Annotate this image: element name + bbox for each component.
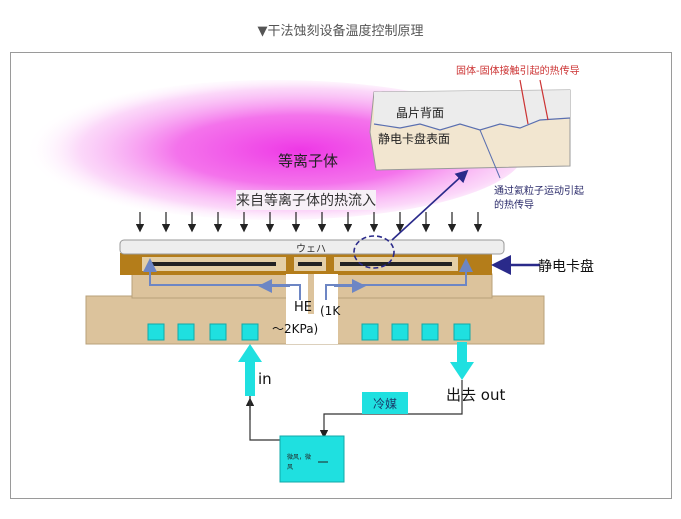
heat-flow-arrows [135,212,483,233]
he-pressure-b: ～2KPa) [272,322,319,336]
gas-conduction-label-2: 的热传导 [494,200,534,211]
outlet-label: 出去 out [446,386,506,404]
detail-circle [353,235,395,269]
electrode-bar-right [340,262,452,266]
chuck-surface-label: 静电卡盘表面 [378,132,451,146]
wafer-back-label: 晶片背面 [396,106,445,120]
chiller-text-2: 风 [287,464,294,471]
he-label: HE [294,300,312,315]
electrode-bar-left [150,262,276,266]
heat-flow-label: 来自等离子体的热流入 [236,190,376,210]
chuck-label: 静电卡盘 [538,259,594,275]
coolant-piping [245,380,463,441]
he-pressure-a: (1K [320,304,341,318]
solid-contact-arrows [519,79,549,125]
detail-pointer [391,169,469,241]
electrode-bar-center [298,262,322,266]
gas-conduction-pointer [479,129,501,179]
plasma-label: 等离子体 [278,152,339,170]
solid-contact-label: 固体-固体接触引起的热传导 [456,66,580,77]
inset-zoom [369,89,571,171]
chiller-box [279,435,345,483]
gas-conduction-label-1: 通过氦粒子运动引起 [494,186,584,197]
chiller-text-1: 微风，微 [287,454,312,461]
gas-flow-lines [143,258,473,300]
coolant-label-box [362,392,408,414]
inlet-arrow [238,344,262,396]
inlet-label: in [258,370,272,388]
outlet-arrow [450,342,474,380]
figure-caption: ▼干法蚀刻设备温度控制原理 [257,24,424,39]
wafer-label: ウェハ [296,244,326,255]
coolant-label: 冷媒 [373,397,398,411]
wafer [119,239,505,255]
coolant-channels [147,323,471,341]
he-channel-split [308,274,314,314]
